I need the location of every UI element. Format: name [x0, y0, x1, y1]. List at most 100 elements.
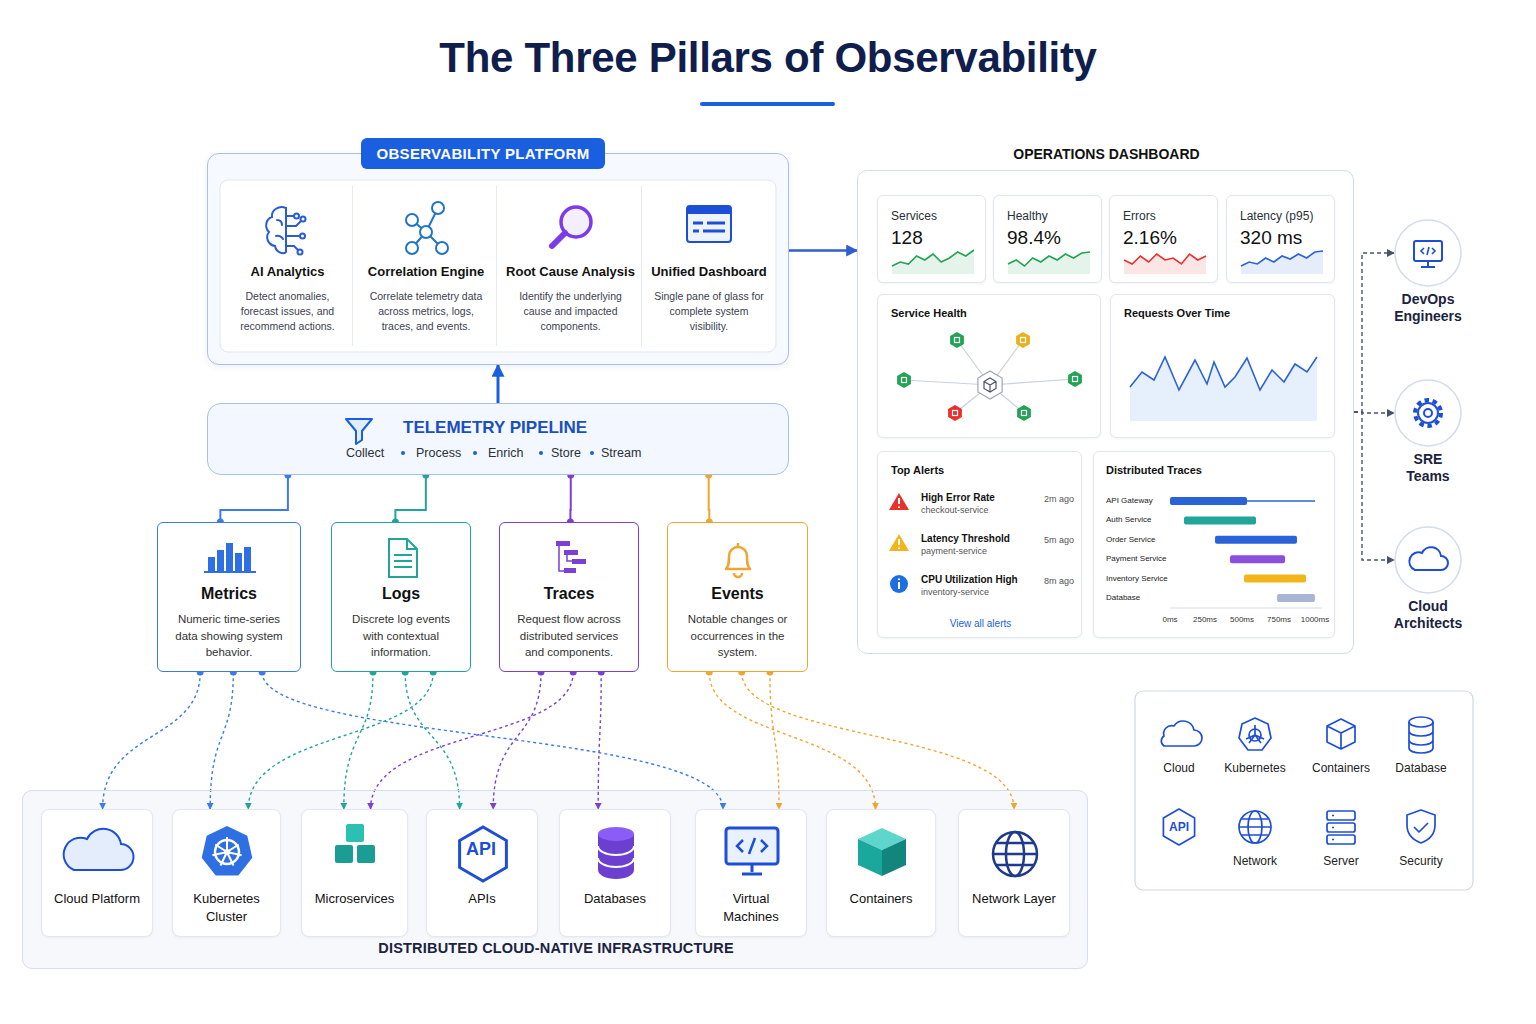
icon-art — [335, 845, 353, 863]
label-text: Services — [891, 209, 937, 223]
icon-art — [1244, 575, 1306, 583]
label-text: Cloud Platform — [48, 890, 146, 908]
icon-art — [226, 543, 233, 571]
icon-art — [687, 206, 731, 242]
icon-art — [1022, 411, 1027, 416]
icon-art — [598, 846, 634, 867]
icon-art — [892, 250, 974, 266]
persona-circle: SRE Teams — [1378, 379, 1478, 489]
infra-box: APIs — [426, 809, 538, 937]
icon-art — [473, 451, 477, 455]
label-text: 0ms — [1152, 615, 1188, 624]
icon-art — [1008, 252, 1090, 274]
icon-art — [1094, 452, 1336, 639]
icon-art — [1130, 357, 1317, 421]
title-underline — [700, 102, 835, 106]
icon-art — [389, 539, 417, 577]
label-text: 2.16% — [1123, 227, 1177, 249]
icon-art — [1016, 332, 1030, 348]
icon-art — [556, 541, 570, 546]
label-text: Distributed Traces — [1106, 464, 1202, 476]
icon-art — [217, 550, 224, 571]
label-text: payment-service — [921, 546, 987, 556]
icon-art — [208, 557, 215, 571]
icon-art — [889, 493, 909, 510]
icon-art — [42, 810, 154, 934]
label-text: Unified Dashboard — [650, 264, 768, 279]
icon-art — [407, 539, 417, 549]
label-text: Microservices — [308, 890, 401, 908]
label-text: Cloud Architects — [1383, 598, 1473, 632]
connector — [789, 249, 857, 252]
connector — [493, 672, 541, 809]
connector — [262, 672, 723, 809]
icon-art — [1415, 400, 1441, 426]
icon-art — [726, 828, 778, 864]
infra-box: Virtual Machines — [695, 809, 807, 937]
label-text: Request flow across distributed services… — [509, 611, 629, 661]
icon-art — [346, 824, 364, 842]
label-text: 500ms — [1224, 615, 1260, 624]
icon-art — [1021, 338, 1026, 343]
icon-art — [235, 553, 242, 571]
icon-art — [1424, 409, 1432, 417]
icon-art — [984, 378, 996, 392]
icon-art — [1215, 536, 1297, 544]
connector — [371, 672, 574, 809]
icon-art — [294, 214, 299, 219]
label-text: Events — [677, 585, 798, 603]
icon-art — [898, 498, 900, 508]
icon-art — [302, 810, 409, 934]
icon-art — [904, 380, 990, 385]
icon-art — [1421, 261, 1435, 267]
icon-art — [1170, 608, 1322, 609]
icon-art — [878, 452, 1083, 639]
label-text: Correlate telemetry data across metrics,… — [361, 289, 491, 335]
icon-art — [406, 214, 418, 226]
label-text: CPU Utilization High — [921, 574, 1018, 585]
icon-art — [1230, 555, 1285, 563]
label-text: DISTRIBUTED CLOUD-NATIVE INFRASTRUCTURE — [23, 940, 1089, 956]
icon-art — [1068, 371, 1082, 387]
connector — [344, 672, 373, 809]
icon-art — [993, 832, 1037, 876]
icon-art — [244, 547, 251, 571]
label-text: Service Health — [891, 307, 967, 319]
icon-panel — [1332, 816, 1334, 840]
label-text: 5m ago — [1028, 535, 1074, 545]
icon-art — [1247, 500, 1315, 502]
icon-art — [693, 223, 725, 231]
label-text: Correlation Engine — [361, 264, 491, 279]
icon-art — [1414, 241, 1442, 267]
label-text: Identify the underlying cause and impact… — [505, 289, 636, 335]
label-text: DevOps Engineers — [1383, 291, 1473, 325]
icon-art — [394, 555, 412, 567]
label-text: inventory-service — [921, 587, 989, 597]
infra-box: Kubernetes Cluster — [172, 809, 281, 937]
icon-art — [301, 217, 306, 222]
icon-art — [590, 451, 594, 455]
feature-card: Root Cause AnalysisIdentify the underlyi… — [500, 186, 642, 346]
icon-art — [1073, 377, 1078, 382]
icon-art — [427, 810, 539, 934]
label-text: API — [1159, 820, 1199, 834]
label-text: Database — [1376, 761, 1466, 775]
icon-art — [1170, 497, 1247, 505]
icon-art — [990, 379, 1075, 385]
icon-panel — [1135, 691, 1473, 890]
persona-circle: Cloud Architects — [1378, 526, 1478, 636]
label-text: View all alerts — [878, 618, 1083, 629]
icon-panel — [1327, 719, 1355, 749]
icon-art — [890, 575, 908, 593]
label-text: Top Alerts — [891, 464, 944, 476]
icon-art — [726, 543, 750, 577]
label-text: Auth Service — [1106, 515, 1151, 524]
pillar-box: MetricsNumeric time-series data showing … — [157, 522, 301, 672]
label-text: Containers — [1296, 761, 1386, 775]
connector — [497, 365, 500, 403]
icon-art — [889, 534, 909, 551]
pipeline-box: TELEMETRY PIPELINECollectProcessEnrichSt… — [207, 403, 789, 475]
label-text: 320 ms — [1240, 227, 1302, 249]
connector — [248, 672, 433, 809]
label-text: TELEMETRY PIPELINE — [403, 418, 587, 438]
